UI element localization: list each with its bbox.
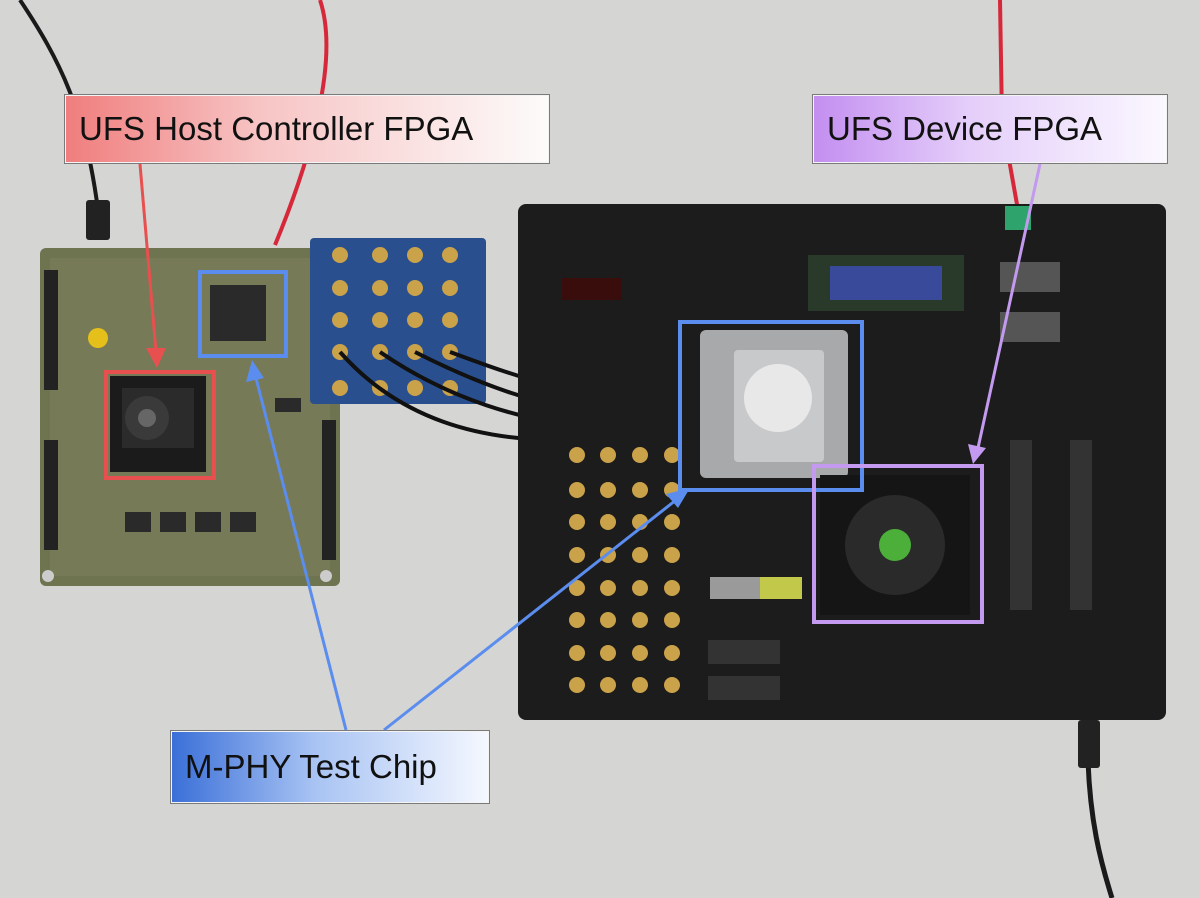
device-fpga-box — [812, 464, 984, 624]
mphy-pointer-arrow-left — [246, 360, 348, 731]
host-fpga-label: UFS Host Controller FPGA — [64, 94, 550, 164]
host-pointer-arrow — [138, 163, 166, 368]
mphy-pointer-arrow-right — [383, 488, 690, 732]
host-board — [40, 200, 340, 586]
device-fpga-label-text: UFS Device FPGA — [827, 110, 1103, 147]
mphy-chip-label: M-PHY Test Chip — [170, 730, 490, 804]
sma-board — [310, 238, 486, 404]
device-board — [518, 204, 1166, 720]
device-fpga-label: UFS Device FPGA — [812, 94, 1168, 164]
mphy-chip-label-text: M-PHY Test Chip — [185, 748, 437, 785]
device-pointer-arrow — [968, 163, 1042, 464]
host-fpga-label-text: UFS Host Controller FPGA — [79, 110, 474, 147]
host-fpga-box — [104, 370, 216, 480]
mphy-chip-box-right — [678, 320, 864, 492]
mphy-chip-box-left — [198, 270, 288, 358]
